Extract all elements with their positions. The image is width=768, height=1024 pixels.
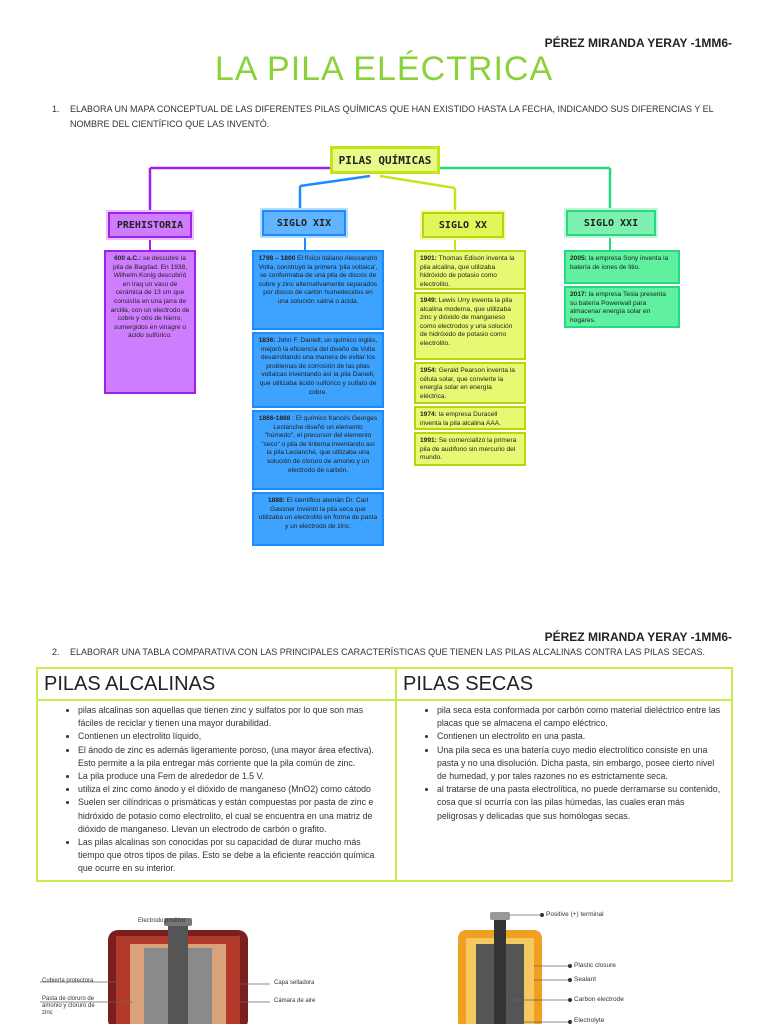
entry-year: 1949: bbox=[420, 297, 437, 304]
battery-illustration-1 bbox=[40, 918, 270, 1024]
table-header-alcalinas: PILAS ALCALINAS bbox=[36, 667, 397, 701]
question-1: 1. ELABORA UN MAPA CONCEPTUAL DE LAS DIF… bbox=[40, 102, 740, 134]
question-2-text: ELABORAR UNA TABLA COMPARATIVA CON LAS P… bbox=[70, 647, 706, 657]
question-2-number: 2. bbox=[52, 647, 60, 657]
author-name: PÉREZ MIRANDA YERAY -1MM6- bbox=[544, 36, 732, 50]
author-name-2: PÉREZ MIRANDA YERAY -1MM6- bbox=[544, 630, 732, 644]
entry-year: 1991: bbox=[420, 437, 437, 444]
entry-box: 1954: Gerald Pearson inventa la célula s… bbox=[414, 362, 526, 404]
entry-text: John F. Daniell, un químico inglés, mejo… bbox=[259, 337, 378, 396]
entry-text: se descubre la pila de Bagdad. En 1938, … bbox=[110, 255, 190, 340]
entry-text: Lewis Urry inventa la pila alcalina mode… bbox=[420, 297, 513, 347]
branch-label-siglo-xxi: SIGLO XXI bbox=[566, 210, 656, 236]
entry-text: El científico alemán Dr. Carl Gassner in… bbox=[258, 497, 378, 530]
entry-year: 1888: bbox=[267, 497, 285, 504]
page-title: LA PILA ELÉCTRICA bbox=[214, 50, 554, 88]
entry-year: 600 a.C.: bbox=[114, 255, 142, 262]
entry-year: 2005: bbox=[570, 255, 587, 262]
entry-box: 1866-1868 : El químico francés Georges L… bbox=[252, 410, 384, 490]
list-item: utiliza el zinc como ánodo y el dióxido … bbox=[78, 783, 389, 796]
question-1-text: ELABORA UN MAPA CONCEPTUAL DE LAS DIFERE… bbox=[70, 104, 714, 129]
list-item: Contienen un electrolito líquido, bbox=[78, 730, 389, 743]
question-1-number: 1. bbox=[52, 104, 60, 114]
entry-box: 1991: Se comercializó la primera pila de… bbox=[414, 432, 526, 466]
branch-label-siglo-xx: SIGLO XX bbox=[422, 212, 504, 238]
entry-text: Se comercializó la primera pila de audíf… bbox=[420, 437, 517, 462]
illus1-label: Cámara de aire bbox=[274, 998, 316, 1004]
entry-text: la empresa Duracell inventa la pila alca… bbox=[420, 411, 502, 427]
entry-box: 2017: la empresa Tesla presenta su bater… bbox=[564, 286, 680, 328]
table-header-secas: PILAS SECAS bbox=[395, 667, 733, 701]
illus2-label: Carbon electrode bbox=[574, 996, 624, 1003]
list-item: El ánodo de zinc es además ligeramente p… bbox=[78, 744, 389, 770]
entry-box: 1901: Thomas Edison inventa la pila alca… bbox=[414, 250, 526, 290]
entry-year: 1836: bbox=[258, 337, 276, 344]
entry-text: : El químico francés Georges Leclanche d… bbox=[261, 415, 378, 474]
entry-box: 1888: El científico alemán Dr. Carl Gass… bbox=[252, 492, 384, 546]
entry-text: la empresa Sony inventa la batería de io… bbox=[570, 255, 669, 271]
entry-text: la empresa Tesla presenta su batería Pow… bbox=[570, 291, 666, 324]
entry-box: 1949: Lewis Urry inventa la pila alcalin… bbox=[414, 292, 526, 360]
list-item: pilas alcalinas son aquellas que tienen … bbox=[78, 704, 389, 730]
illus1-label: Cubierta protectora bbox=[42, 978, 94, 984]
branch-label-siglo-xix: SIGLO XIX bbox=[262, 210, 346, 236]
connector-siglox bbox=[379, 174, 456, 190]
illus2-label: Electrolyte bbox=[574, 1017, 605, 1024]
illus2-label: Sealant bbox=[574, 976, 597, 983]
list-item: Las pilas alcalinas son conocidas por su… bbox=[78, 836, 389, 876]
entry-year: 1866-1868 bbox=[258, 415, 291, 422]
branch-label-prehistoria: PREHISTORIA bbox=[108, 212, 192, 238]
entry-box: 1798 – 1800 El físico italiano Alessandr… bbox=[252, 250, 384, 330]
list-item: Contienen un electrolito en una pasta. bbox=[437, 730, 725, 743]
entry-year: 1901: bbox=[420, 255, 437, 262]
question-2: 2. ELABORAR UNA TABLA COMPARATIVA CON LA… bbox=[40, 645, 740, 661]
illus1-label: Capa selladora bbox=[274, 980, 315, 986]
entry-year: 1798 – 1800 bbox=[258, 255, 296, 262]
list-item: pila seca esta conformada por carbón com… bbox=[437, 704, 725, 730]
entry-text: El físico italiano Alessandro Volta, con… bbox=[258, 255, 378, 305]
connector-sigloxix bbox=[299, 174, 371, 188]
entry-box: 1836: John F. Daniell, un químico inglés… bbox=[252, 332, 384, 408]
entry-text: Gerald Pearson inventa la célula solar, … bbox=[420, 367, 515, 400]
entry-year: 1974: bbox=[420, 411, 437, 418]
map-root: PILAS QUÍMICAS bbox=[330, 146, 440, 174]
illus1-label: Electrodo positivo bbox=[138, 918, 186, 924]
entry-text: Thomas Edison inventa la pila alcalina, … bbox=[420, 255, 515, 288]
list-item: La pila produce una Fem de alrededor de … bbox=[78, 770, 389, 783]
illus1-label: Pasta de cloruro de amonio y cloruro de … bbox=[42, 996, 95, 1016]
concept-map-connectors bbox=[148, 166, 612, 250]
illus2-label: Positive (+) terminal bbox=[546, 911, 604, 918]
entry-box: 2005: la empresa Sony inventa la batería… bbox=[564, 250, 680, 284]
entry-year: 1954: bbox=[420, 367, 437, 374]
table-cell-secas: pila seca esta conformada por carbón com… bbox=[395, 699, 733, 882]
battery-illustration-2 bbox=[458, 912, 572, 1024]
entry-box: 1974: la empresa Duracell inventa la pil… bbox=[414, 406, 526, 430]
table-cell-alcalinas: pilas alcalinas son aquellas que tienen … bbox=[36, 699, 397, 882]
illus2-label: Plastic closure bbox=[574, 962, 616, 969]
comparison-table: PILAS ALCALINAS PILAS SECAS pilas alcali… bbox=[36, 667, 733, 882]
list-item: Una pila seca es una batería cuyo medio … bbox=[437, 744, 725, 784]
list-item: Suelen ser cilíndricas o prismáticas y e… bbox=[78, 796, 389, 836]
entry-box: 600 a.C.: se descubre la pila de Bagdad.… bbox=[104, 250, 196, 394]
list-item: al tratarse de una pasta electrolítica, … bbox=[437, 783, 725, 823]
entry-year: 2017: bbox=[570, 291, 587, 298]
